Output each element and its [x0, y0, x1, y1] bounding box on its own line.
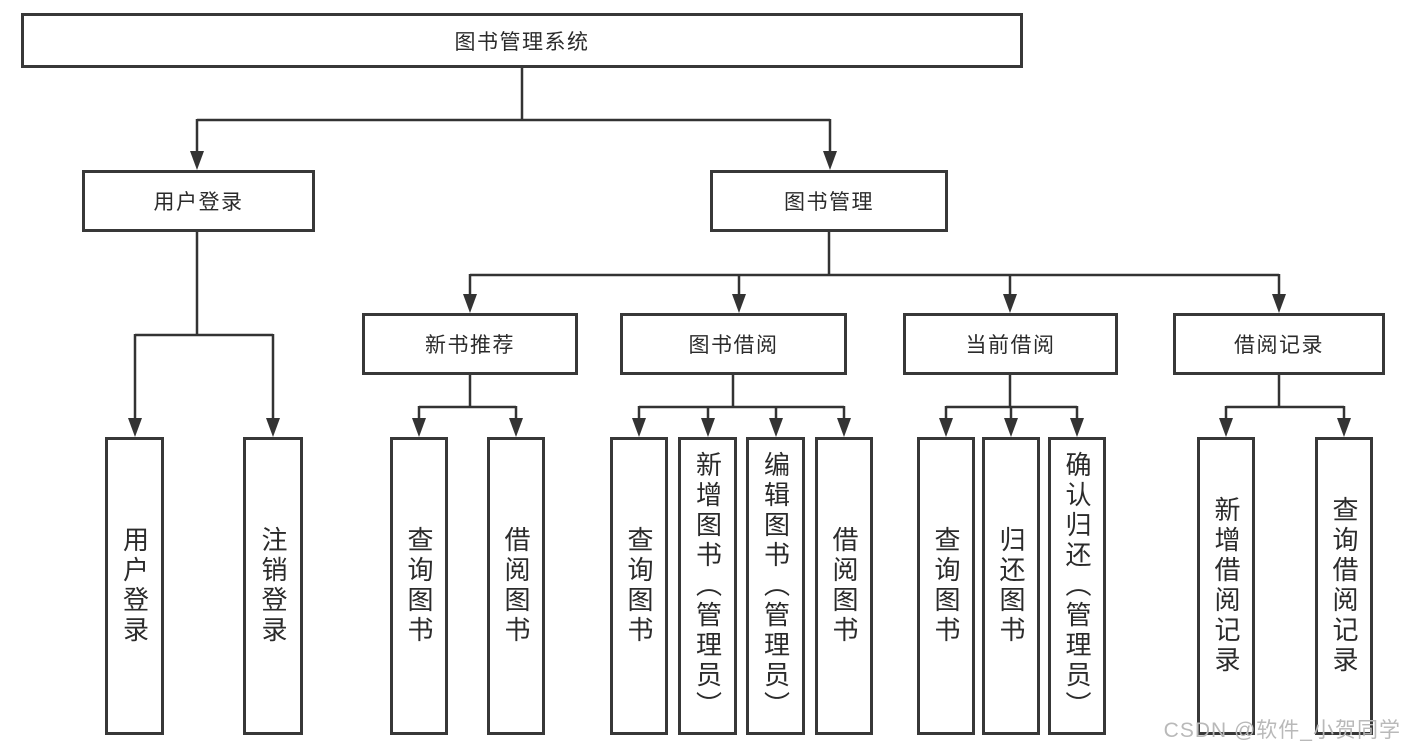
- leaf-current-query-books: 查询图书: [917, 437, 975, 735]
- leaf-query-borrow-record: 查询借阅记录: [1315, 437, 1373, 735]
- leaf-recommend-query-books: 查询图书: [390, 437, 448, 735]
- leaf-confirm-return-admin: 确认归还（管理员）: [1048, 437, 1106, 735]
- leaf-add-borrow-record: 新增借阅记录: [1197, 437, 1255, 735]
- node-root-library-system: 图书管理系统: [21, 13, 1023, 68]
- leaf-return-books: 归还图书: [982, 437, 1040, 735]
- node-user-login: 用户登录: [82, 170, 315, 232]
- leaf-add-books-admin: 新增图书（管理员）: [678, 437, 737, 735]
- node-borrow-record: 借阅记录: [1173, 313, 1385, 375]
- node-current-borrow: 当前借阅: [903, 313, 1118, 375]
- leaf-recommend-borrow-books: 借阅图书: [487, 437, 545, 735]
- leaf-borrow-query-books: 查询图书: [610, 437, 668, 735]
- leaf-logout: 注销登录: [243, 437, 303, 735]
- leaf-borrow-books: 借阅图书: [815, 437, 873, 735]
- arrowheads: [128, 151, 1351, 437]
- node-book-borrow: 图书借阅: [620, 313, 847, 375]
- node-new-book-recommend: 新书推荐: [362, 313, 578, 375]
- edge-lines: [133, 68, 1346, 420]
- node-book-management: 图书管理: [710, 170, 948, 232]
- leaf-user-login: 用户登录: [105, 437, 164, 735]
- leaf-edit-books-admin: 编辑图书（管理员）: [746, 437, 805, 735]
- csdn-watermark: CSDN @软件_小贺同学: [1163, 719, 1401, 742]
